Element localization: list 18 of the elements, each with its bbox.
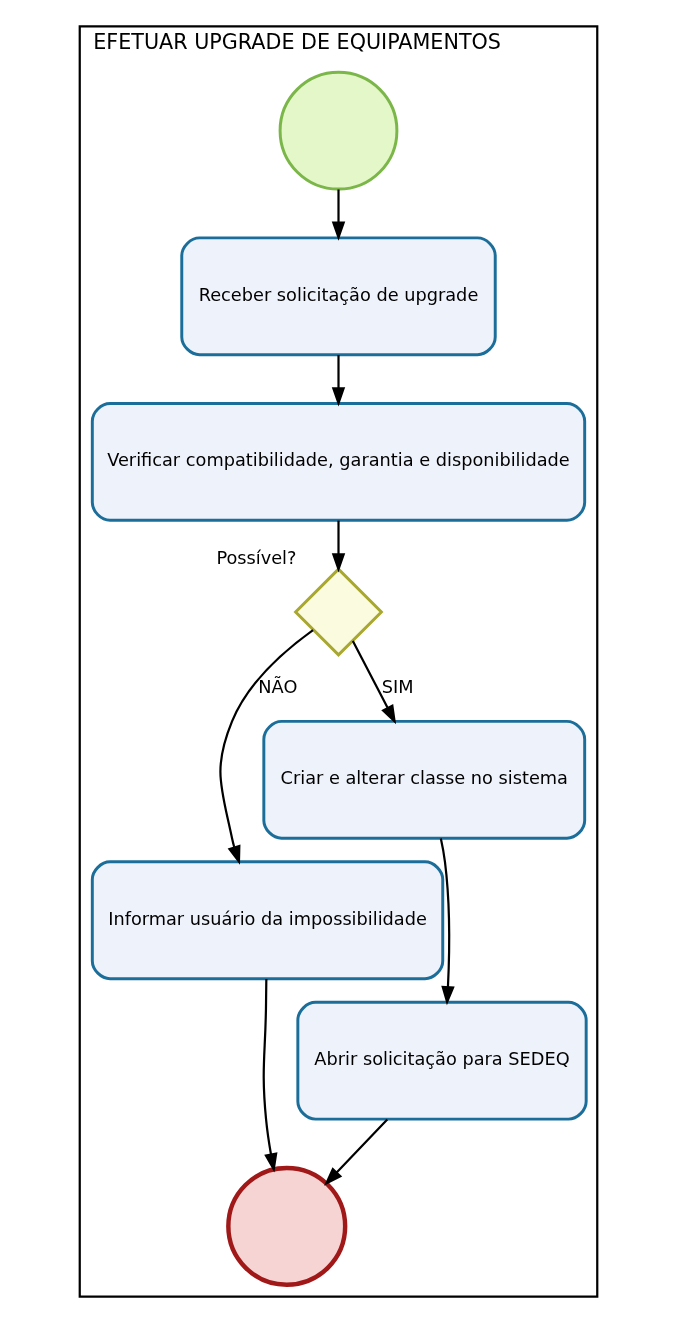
arrow [331, 189, 345, 241]
arrow [439, 838, 455, 1006]
arrow [323, 1118, 388, 1186]
node-label: Possível? [215, 548, 296, 569]
arrow [218, 629, 314, 865]
edge-label: NÃO [257, 676, 297, 697]
arrow [331, 520, 345, 573]
node-diamond [293, 567, 383, 657]
node-box: Informar usuário da impossibilidade [90, 860, 444, 981]
arrow [351, 640, 396, 725]
arrow [331, 355, 345, 407]
node-box: Verificar compatibilidade, garantia e disponibilidade [90, 402, 586, 522]
arrow [262, 978, 277, 1173]
node-box: Receber solicitação de upgrade [179, 236, 497, 357]
node-box: Abrir solicitação para SEDEQ [295, 1000, 588, 1121]
edge-label: SIM [381, 676, 414, 697]
node-circle [278, 70, 398, 191]
node-box: Criar e alterar classe no sistema [261, 719, 586, 840]
